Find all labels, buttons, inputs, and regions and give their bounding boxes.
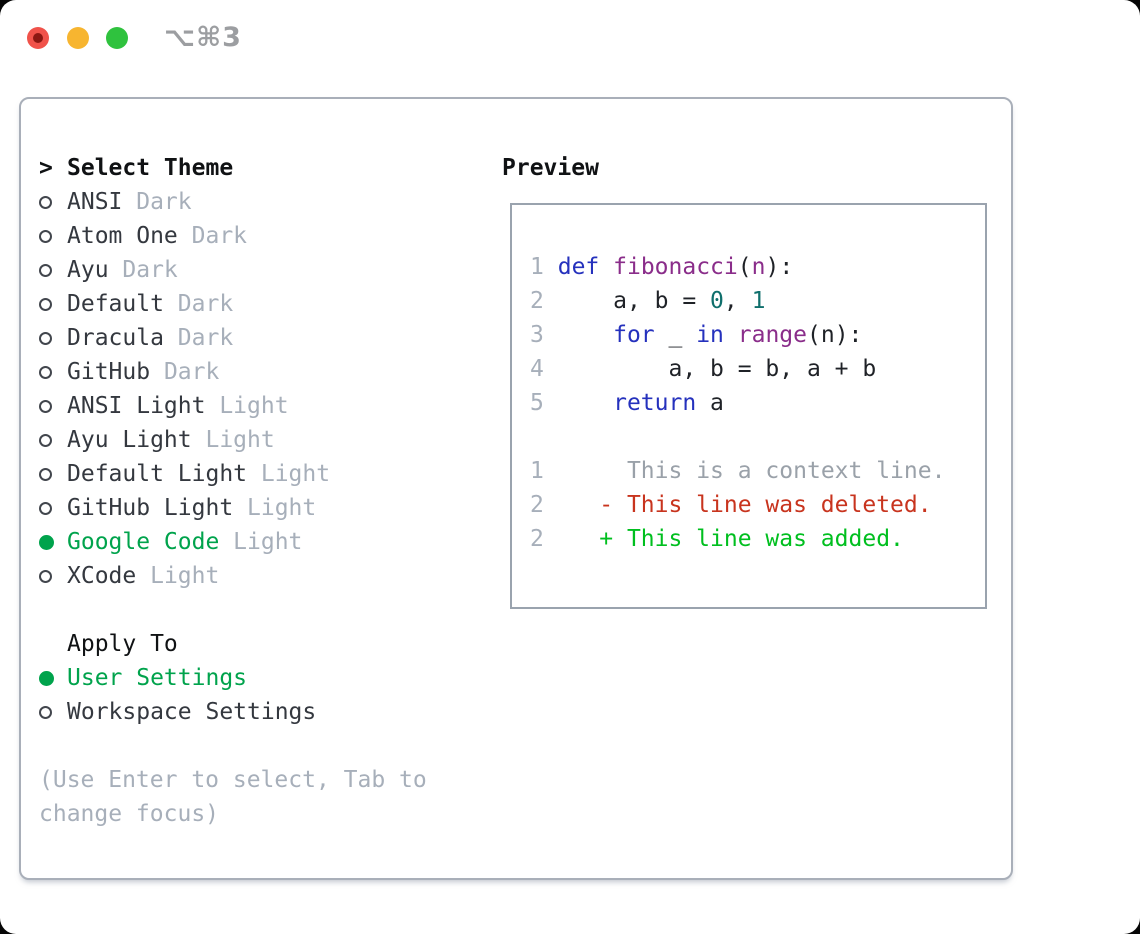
preview-title: Preview bbox=[502, 155, 599, 181]
theme-label: ANSI bbox=[67, 189, 123, 215]
code-line: 3 for _ in range(n): bbox=[530, 322, 863, 348]
zoom-button[interactable] bbox=[106, 27, 128, 49]
code-line: 2 a, b = 0, 1 bbox=[530, 288, 766, 314]
help-text: (Use Enter to select, Tab to change focu… bbox=[39, 763, 427, 831]
theme-option-dracula[interactable]: Dracula Dark bbox=[39, 321, 427, 355]
apply-option-user-settings[interactable]: User Settings bbox=[39, 661, 427, 695]
theme-label: Default bbox=[67, 291, 164, 317]
theme-variant: Light bbox=[205, 427, 275, 453]
diff-line: 2 - This line was deleted. bbox=[530, 492, 932, 518]
theme-option-ayu[interactable]: Ayu Dark bbox=[39, 253, 427, 287]
preview-lines: 1 def fibonacci(n): 2 a, b = 0, 1 3 for _ … bbox=[530, 250, 985, 556]
theme-label: Dracula bbox=[67, 325, 164, 351]
radio-selected-icon[interactable] bbox=[39, 670, 54, 686]
theme-option-ansi[interactable]: ANSI Dark bbox=[39, 185, 427, 219]
close-button[interactable] bbox=[27, 27, 49, 49]
theme-option-github-light[interactable]: GitHub Light Light bbox=[39, 491, 427, 525]
close-dot-icon bbox=[33, 33, 43, 43]
titlebar: ⌥⌘3 bbox=[0, 0, 1140, 96]
radio-icon[interactable] bbox=[39, 705, 52, 719]
theme-label: Ayu Light bbox=[67, 427, 192, 453]
radio-icon[interactable] bbox=[39, 501, 52, 515]
radio-icon[interactable] bbox=[39, 399, 52, 413]
theme-variant: Light bbox=[260, 461, 331, 487]
theme-variant: Dark bbox=[136, 189, 192, 215]
code-line: 1 def fibonacci(n): bbox=[530, 254, 794, 280]
diff-line: 2 + This line was added. bbox=[530, 526, 904, 552]
minimize-button[interactable] bbox=[67, 27, 89, 49]
radio-icon[interactable] bbox=[39, 467, 52, 481]
code-line: 4 a, b = b, a + b bbox=[530, 356, 877, 382]
theme-variant: Dark bbox=[122, 257, 178, 283]
prompt-caret-icon: > bbox=[39, 155, 53, 181]
radio-selected-icon[interactable] bbox=[39, 534, 54, 550]
radio-icon[interactable] bbox=[39, 195, 52, 209]
radio-icon[interactable] bbox=[39, 229, 52, 243]
apply-label: Workspace Settings bbox=[67, 699, 317, 725]
theme-label: ANSI Light bbox=[67, 393, 206, 419]
theme-label: Ayu bbox=[67, 257, 109, 283]
theme-option-github[interactable]: GitHub Dark bbox=[39, 355, 427, 389]
theme-label: Google Code bbox=[67, 529, 220, 555]
theme-label: XCode bbox=[67, 563, 137, 589]
theme-variant: Light bbox=[150, 563, 220, 589]
theme-label: GitHub bbox=[67, 359, 151, 385]
select-theme-title: Select Theme bbox=[67, 155, 234, 181]
radio-icon[interactable] bbox=[39, 297, 52, 311]
theme-variant: Dark bbox=[177, 291, 234, 317]
theme-option-default[interactable]: Default Dark bbox=[39, 287, 427, 321]
theme-option-xcode[interactable]: XCode Light bbox=[39, 559, 427, 593]
radio-icon[interactable] bbox=[39, 331, 52, 345]
apply-to-header-row: Apply To bbox=[39, 627, 427, 661]
diff-line: 1 This is a context line. bbox=[530, 458, 946, 484]
theme-option-google-code[interactable]: Google Code Light bbox=[39, 525, 427, 559]
theme-label: Atom One bbox=[67, 223, 178, 249]
radio-icon[interactable] bbox=[39, 365, 52, 379]
radio-icon[interactable] bbox=[39, 569, 52, 583]
apply-option-workspace-settings[interactable]: Workspace Settings bbox=[39, 695, 427, 729]
theme-variant: Light bbox=[233, 529, 303, 555]
apply-label: User Settings bbox=[67, 665, 248, 691]
radio-icon[interactable] bbox=[39, 433, 52, 447]
help-text-line: (Use Enter to select, Tab to bbox=[39, 767, 427, 793]
preview-box: 1 def fibonacci(n): 2 a, b = 0, 1 3 for _ … bbox=[510, 203, 987, 609]
code-line: 5 return a bbox=[530, 390, 724, 416]
apply-to-title: Apply To bbox=[67, 631, 178, 657]
help-text-line: change focus) bbox=[39, 801, 220, 827]
blank-line bbox=[530, 420, 985, 454]
theme-variant: Light bbox=[247, 495, 317, 521]
select-theme-header: > Select Theme bbox=[39, 151, 427, 185]
theme-variant: Dark bbox=[163, 359, 220, 385]
theme-option-atom-one[interactable]: Atom One Dark bbox=[39, 219, 427, 253]
theme-option-ansi-light[interactable]: ANSI Light Light bbox=[39, 389, 427, 423]
theme-option-default-light[interactable]: Default Light Light bbox=[39, 457, 427, 491]
theme-variant: Light bbox=[219, 393, 289, 419]
radio-icon[interactable] bbox=[39, 263, 52, 277]
theme-label: Default Light bbox=[67, 461, 248, 487]
theme-variant: Dark bbox=[191, 223, 248, 249]
theme-label: GitHub Light bbox=[67, 495, 234, 521]
window-title: ⌥⌘3 bbox=[164, 22, 242, 53]
theme-variant: Dark bbox=[177, 325, 234, 351]
theme-option-ayu-light[interactable]: Ayu Light Light bbox=[39, 423, 427, 457]
